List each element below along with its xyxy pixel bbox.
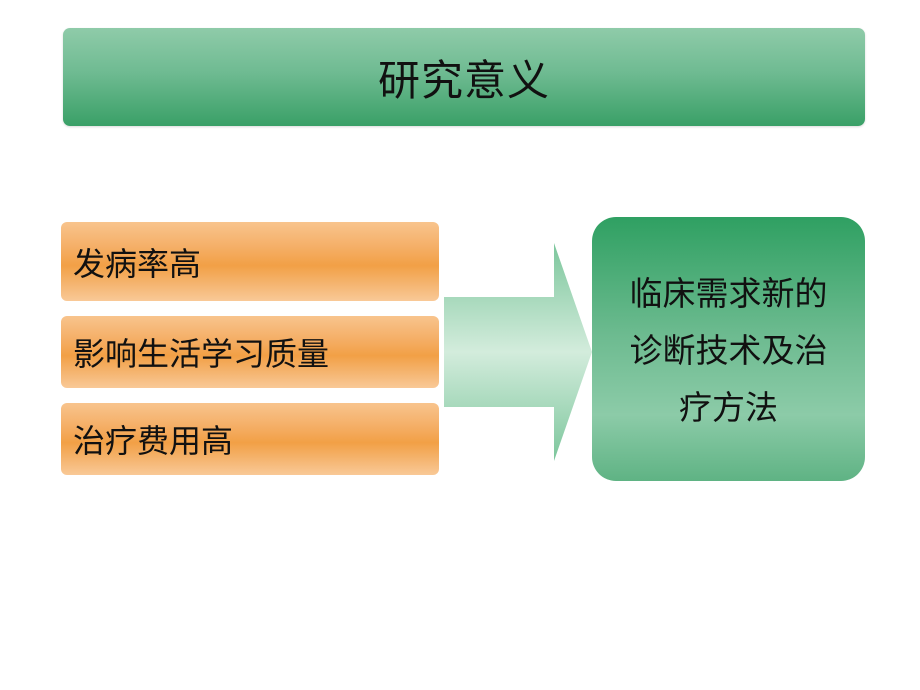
outcome-line: 疗方法 — [679, 388, 778, 427]
reason-label: 治疗费用高 — [73, 422, 234, 460]
reason-label: 影响生活学习质量 — [73, 335, 330, 373]
outcome-line: 临床需求新的 — [629, 274, 828, 313]
outcome-box: 临床需求新的 诊断技术及治 疗方法 — [592, 217, 865, 481]
outcome-line: 诊断技术及治 — [629, 331, 828, 370]
slide-title: 研究意义 — [377, 55, 550, 105]
reason-box-quality-of-life: 影响生活学习质量 — [61, 316, 439, 388]
reason-box-incidence: 发病率高 — [61, 222, 439, 301]
reason-box-treatment-cost: 治疗费用高 — [61, 403, 439, 475]
title-banner: 研究意义 — [63, 28, 865, 126]
right-arrow-icon — [444, 243, 592, 461]
reason-label: 发病率高 — [73, 244, 202, 283]
